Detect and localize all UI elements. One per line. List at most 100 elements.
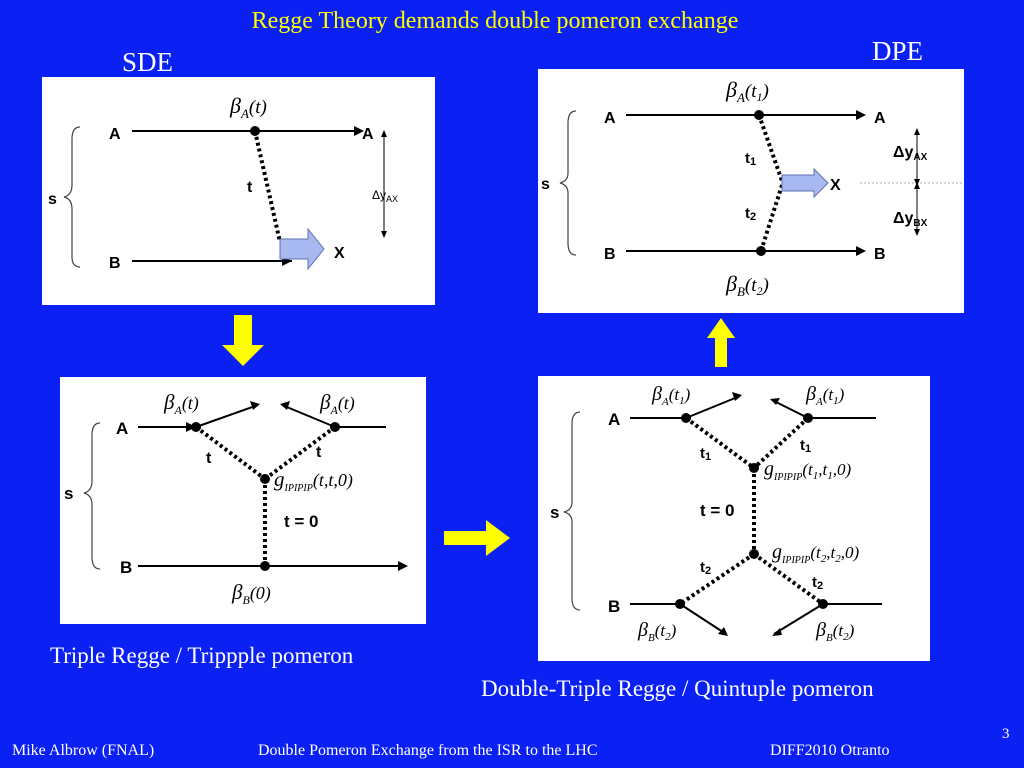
- arrow-head-icon: [280, 401, 290, 410]
- label-t-right: t: [316, 444, 322, 461]
- label-a: A: [608, 410, 620, 429]
- label-a: A: [604, 110, 616, 127]
- vertex: [260, 561, 270, 571]
- beta-b: βB(0): [231, 580, 271, 607]
- label-b: B: [604, 246, 616, 263]
- label-b-out: B: [874, 246, 886, 263]
- s-brace-icon: [63, 126, 81, 268]
- arrow-up-icon: [381, 130, 387, 137]
- label-t: t: [247, 179, 253, 196]
- label-s: s: [550, 503, 559, 522]
- beta-a-right: βA(t1): [805, 383, 845, 408]
- dy-ax-label: ΔyAX: [893, 144, 928, 163]
- arrow-right-icon: [444, 520, 510, 556]
- vertex: [330, 422, 340, 432]
- s-brace-icon: [563, 411, 581, 611]
- footer-talk-title: Double Pomeron Exchange from the ISR to …: [258, 742, 598, 759]
- pomeron-line-2: [759, 184, 784, 252]
- dpe-label: DPE: [872, 36, 924, 66]
- label-t2-left: t2: [700, 559, 711, 577]
- footer-author: Mike Albrow (FNAL): [12, 742, 155, 759]
- dpe-diagram: A A B B s X t1 t2 ΔyAX ΔyBX βA(t1) βB(t2…: [538, 69, 964, 313]
- pomeron-line: [253, 130, 282, 243]
- pomeron-right: [263, 425, 337, 481]
- page-number: 3: [1002, 726, 1010, 742]
- label-t2: t2: [745, 205, 756, 223]
- triple-regge-diagram: A B s t t t = 0 βA(t) βA(t) gIPIPIP(t,t,…: [60, 377, 426, 624]
- pomeron-left: [194, 425, 267, 481]
- pomeron-t2-right: [752, 552, 825, 606]
- vertex: [749, 549, 759, 559]
- label-t-zero: t = 0: [284, 512, 319, 531]
- g-triple-pomeron: gIPIPIP(t,t,0): [274, 467, 353, 494]
- caption-triple-regge: Triple Regge / Trippple pomeron: [50, 643, 354, 668]
- beta-a-left: βA(t): [163, 390, 199, 417]
- sde-label: SDE: [122, 47, 174, 77]
- beta-b-label: βB(t2): [725, 271, 769, 299]
- pomeron-arrow-icon: [279, 227, 325, 271]
- slide-title: Regge Theory demands double pomeron exch…: [251, 8, 739, 34]
- caption-quintuple-pomeron: Double-Triple Regge / Quintuple pomeron: [481, 676, 874, 701]
- proton-a-out-left: [685, 395, 741, 419]
- g-vertex-lower: gIPIPIP(t2,t2,0): [772, 541, 859, 566]
- label-a: A: [116, 419, 128, 438]
- vertex: [754, 110, 764, 120]
- arrow-down-icon: [381, 231, 387, 238]
- proton-a-out: [195, 404, 259, 428]
- pomeron-arrow-icon: [781, 167, 829, 199]
- arrow-head-icon: [856, 110, 866, 120]
- label-x: X: [334, 245, 345, 262]
- label-s: s: [48, 191, 57, 208]
- vertex: [191, 422, 201, 432]
- label-s: s: [541, 176, 550, 193]
- arrow-up-icon: [914, 182, 920, 189]
- pomeron-line-1: [757, 114, 784, 182]
- vertex: [250, 126, 260, 136]
- vertex: [681, 413, 691, 423]
- beta-a-right: βA(t): [319, 390, 355, 417]
- proton-b-out-right: [773, 603, 824, 635]
- beta-b-right: βB(t2): [815, 619, 855, 644]
- beta-a-label: βA(t1): [725, 77, 769, 105]
- arrow-down-icon: [914, 229, 920, 236]
- footer-conference: DIFF2010 Otranto: [770, 742, 890, 759]
- arrow-head-icon: [250, 401, 260, 410]
- beta-a-label: βA(t): [229, 93, 267, 121]
- quintuple-pomeron-diagram: A B s t = 0 t1 t1 t2 t2 βA(t1) βA(t1) gI…: [538, 376, 930, 661]
- label-t-zero: t = 0: [700, 501, 735, 520]
- label-b: B: [120, 558, 132, 577]
- vertex: [260, 474, 270, 484]
- label-b: B: [109, 255, 121, 272]
- pomeron-t1-right: [752, 416, 810, 470]
- label-t1-right: t1: [800, 437, 811, 455]
- arrow-down-icon: [222, 315, 264, 366]
- arrow-head-icon: [770, 398, 780, 405]
- g-vertex-upper: gIPIPIP(t1,t1,0): [764, 458, 851, 483]
- arrow-head-icon: [354, 126, 364, 136]
- label-s: s: [64, 484, 73, 503]
- arrow-head-icon: [732, 392, 742, 401]
- arrow-head-icon: [856, 246, 866, 256]
- label-t1: t1: [745, 150, 756, 168]
- label-x: X: [830, 177, 841, 194]
- label-t2-right: t2: [812, 574, 823, 592]
- vertex: [675, 599, 685, 609]
- dy-bx-label: ΔyBX: [893, 210, 928, 229]
- vertex: [803, 413, 813, 423]
- pomeron-t1-left: [684, 416, 756, 470]
- label-t-left: t: [206, 450, 212, 467]
- vertex: [756, 246, 766, 256]
- label-a-out: A: [362, 126, 374, 143]
- vertex: [749, 463, 759, 473]
- pomeron-t2-left: [678, 552, 756, 606]
- arrow-up-icon: [914, 128, 920, 135]
- s-brace-icon: [83, 422, 101, 570]
- beta-a-left: βA(t1): [651, 383, 691, 408]
- sde-diagram: A A B s t X ΔyAX βA(t): [42, 77, 435, 305]
- arrow-head-icon: [718, 627, 728, 636]
- arrow-up-icon: [707, 318, 735, 367]
- proton-a-right-out: [281, 404, 336, 428]
- label-b: B: [608, 597, 620, 616]
- s-brace-icon: [559, 110, 577, 256]
- label-a-out: A: [874, 110, 886, 127]
